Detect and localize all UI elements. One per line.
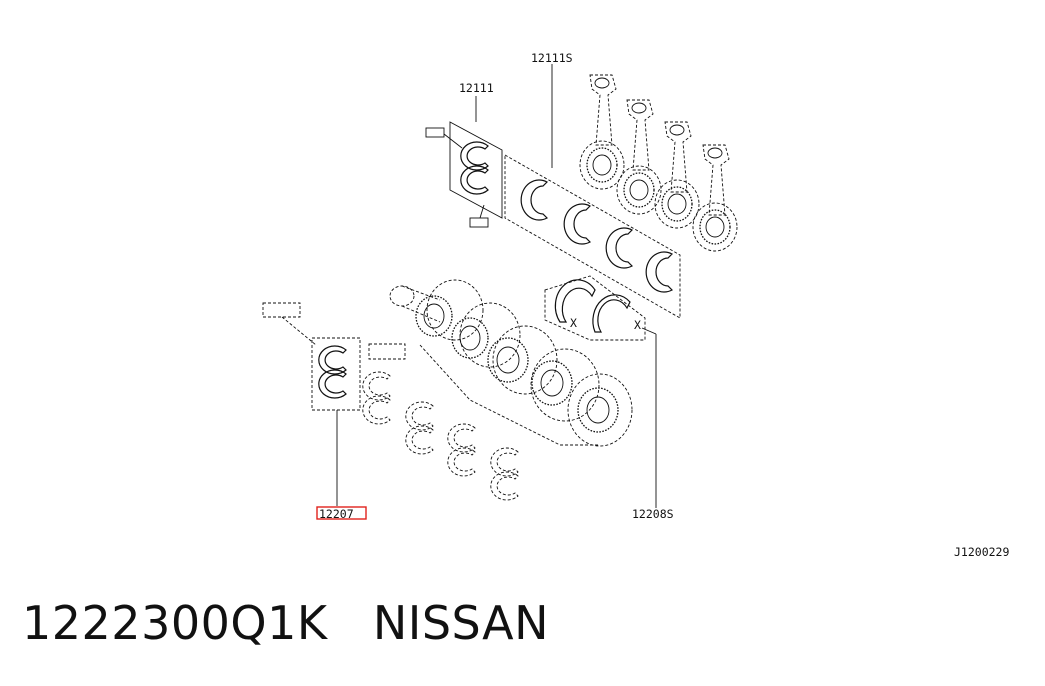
connecting-rod-2 — [616, 99, 662, 215]
connecting-rod-1 — [579, 74, 625, 190]
part-caption: 1222300Q1K NISSAN — [22, 596, 549, 650]
label-12208s: 12208S — [632, 507, 674, 521]
label-12207[interactable]: 12207 — [319, 507, 354, 521]
parts-diagram: X X 12111S 12111 12207 12208S J1200229 — [262, 51, 1009, 559]
thrust-washers: X X — [544, 275, 657, 508]
connecting-rod-3 — [654, 121, 700, 229]
conrod-bearing-pair — [425, 96, 503, 228]
svg-text:X: X — [634, 318, 641, 332]
label-12111s: 12111S — [531, 51, 573, 65]
crankshaft — [389, 279, 633, 447]
main-bearings — [262, 302, 519, 506]
highlight-box — [316, 506, 367, 520]
label-12111: 12111 — [459, 81, 494, 95]
connecting-rod-4 — [692, 144, 738, 252]
svg-text:X: X — [570, 316, 577, 330]
connecting-rods — [579, 74, 738, 252]
figure-code: J1200229 — [954, 545, 1009, 559]
conrod-bearing-set — [504, 64, 681, 319]
